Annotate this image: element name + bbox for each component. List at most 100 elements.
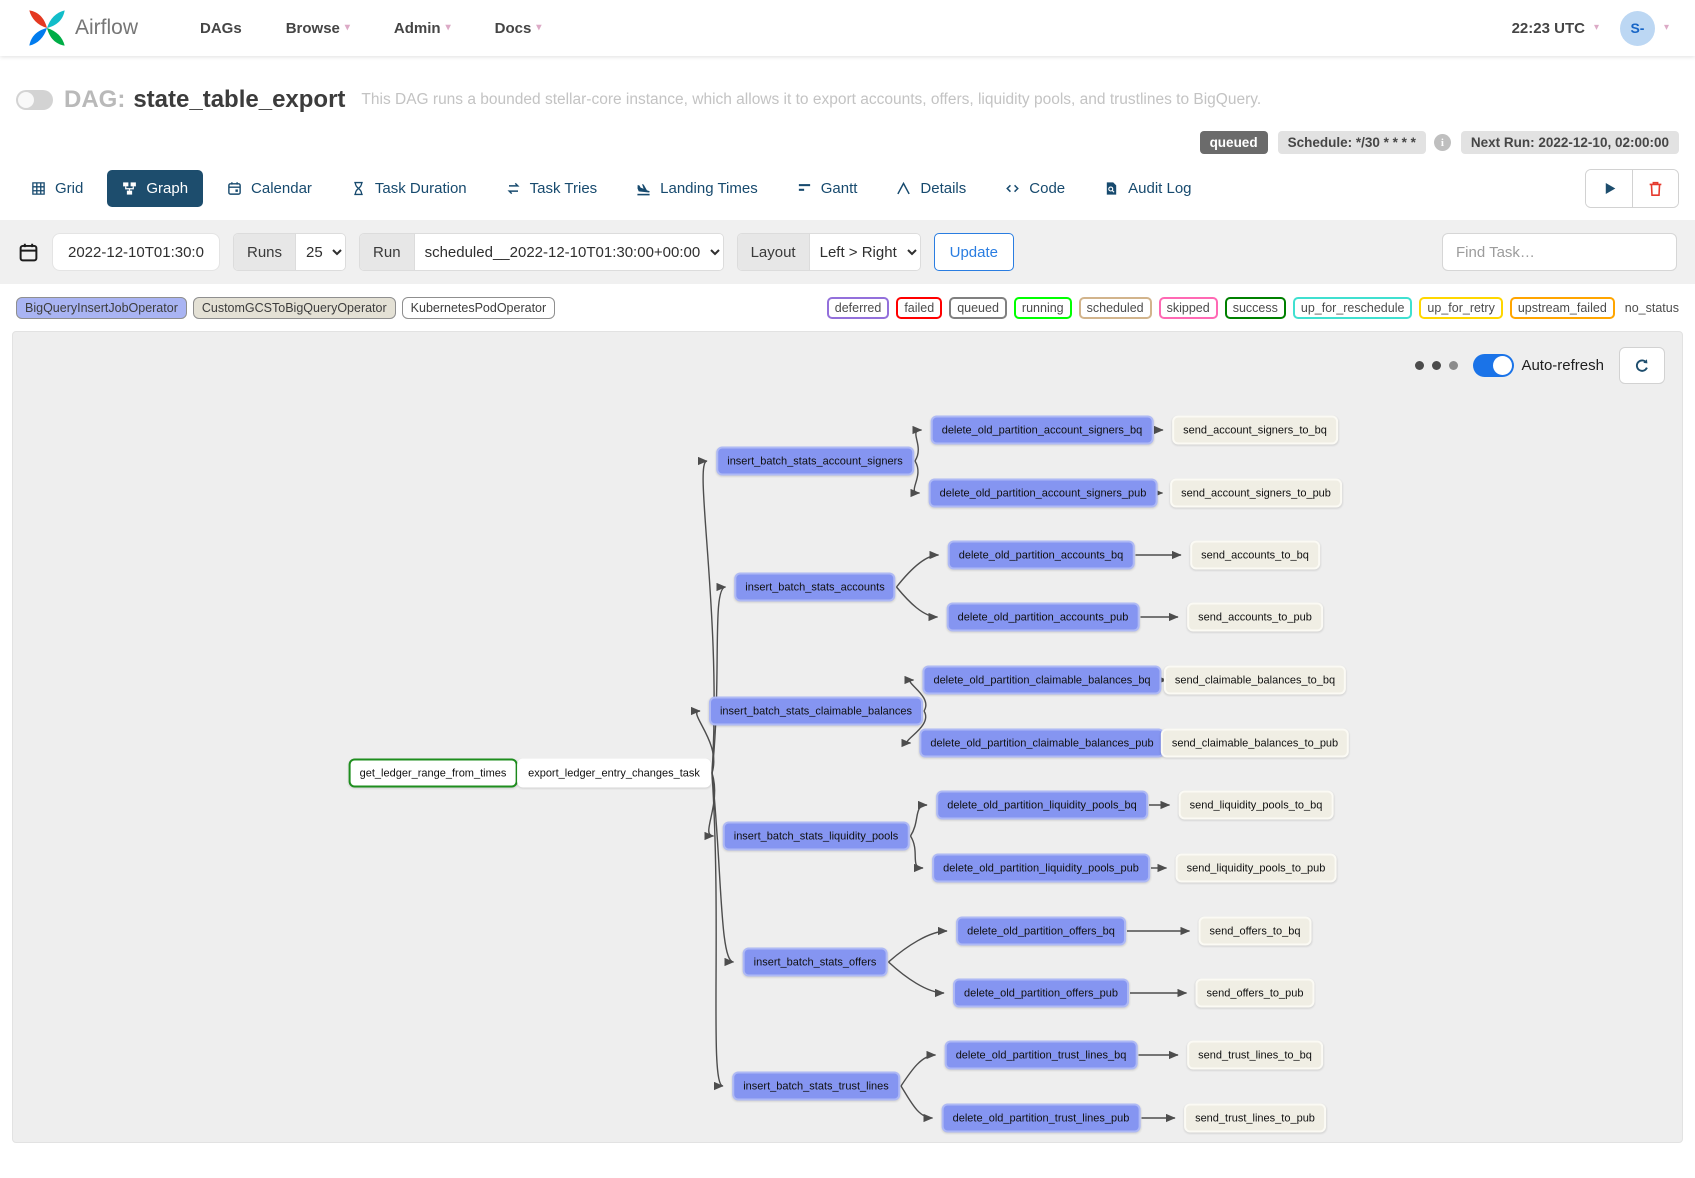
edge-insert_batch_stats_offers-to-delete_old_partition_offers_bq — [888, 926, 948, 963]
navbar-right: 22:23 UTC ▾ S- ▾ — [1511, 10, 1669, 46]
tab-grid[interactable]: Grid — [16, 170, 98, 207]
tab-calendar[interactable]: Calendar — [212, 170, 327, 207]
layout-group: Layout Left > Right — [736, 233, 921, 271]
dag-pause-toggle[interactable] — [16, 90, 53, 110]
status-legend-up_for_retry: up_for_retry — [1419, 297, 1503, 319]
task-node-insert_batch_stats_account_signers[interactable]: insert_batch_stats_account_signers — [716, 446, 914, 476]
status-legend-deferred: deferred — [826, 297, 890, 319]
caret-down-icon: ▾ — [536, 22, 542, 33]
task-node-delete_old_partition_offers_bq[interactable]: delete_old_partition_offers_bq — [956, 916, 1126, 946]
task-node-delete_old_partition_offers_pub[interactable]: delete_old_partition_offers_pub — [953, 978, 1129, 1008]
graph-filter-bar: Runs 25 Run scheduled__2022-12-10T01:30:… — [0, 220, 1695, 284]
nav-item-docs[interactable]: Docs▾ — [495, 20, 542, 37]
task-node-delete_old_partition_accounts_pub[interactable]: delete_old_partition_accounts_pub — [946, 602, 1140, 632]
code-icon — [1005, 181, 1020, 196]
trigger-dag-button[interactable] — [1586, 170, 1632, 207]
airflow-pinwheel-logo — [26, 7, 68, 49]
calendar-icon[interactable] — [18, 242, 39, 263]
nav-item-admin[interactable]: Admin▾ — [394, 20, 451, 37]
tab-label: Audit Log — [1128, 180, 1192, 197]
schedule-badge: Schedule: */30 * * * * — [1277, 131, 1426, 154]
task-node-get_ledger_range_from_times[interactable]: get_ledger_range_from_times — [348, 758, 518, 788]
plane-landing-icon — [636, 181, 651, 196]
edge-insert_batch_stats_claimable_balances-to-delete_old_partition_claimable_balances_bq — [904, 675, 927, 712]
runs-select[interactable]: 25 — [296, 234, 346, 270]
avatar[interactable]: S- — [1619, 10, 1655, 46]
auto-refresh-toggle[interactable] — [1473, 354, 1515, 377]
tab-task-duration[interactable]: Task Duration — [336, 170, 482, 207]
task-node-export_ledger_entry_changes_task[interactable]: export_ledger_entry_changes_task — [517, 758, 711, 788]
info-icon: i — [1433, 134, 1451, 151]
task-node-delete_old_partition_liquidity_pools_bq[interactable]: delete_old_partition_liquidity_pools_bq — [936, 790, 1148, 820]
task-node-delete_old_partition_claimable_balances_pub[interactable]: delete_old_partition_claimable_balances_… — [919, 728, 1165, 758]
edge-insert_batch_stats_claimable_balances-to-delete_old_partition_claimable_balances_pub — [901, 710, 927, 748]
operator-badge-bigqueryinsertjoboperator: BigQueryInsertJobOperator — [16, 297, 187, 319]
tab-code[interactable]: Code — [990, 170, 1080, 207]
task-node-delete_old_partition_liquidity_pools_pub[interactable]: delete_old_partition_liquidity_pools_pub — [932, 853, 1150, 883]
task-node-send_offers_to_bq[interactable]: send_offers_to_bq — [1198, 916, 1312, 946]
nav-item-dags[interactable]: DAGs — [200, 20, 242, 37]
task-node-send_accounts_to_bq[interactable]: send_accounts_to_bq — [1190, 540, 1320, 570]
tab-task-tries[interactable]: Task Tries — [491, 170, 613, 207]
task-node-insert_batch_stats_trust_lines[interactable]: insert_batch_stats_trust_lines — [732, 1071, 900, 1101]
update-button[interactable]: Update — [933, 233, 1014, 271]
tab-graph[interactable]: Graph — [107, 170, 204, 207]
tab-landing-times[interactable]: Landing Times — [621, 170, 773, 207]
task-node-insert_batch_stats_claimable_balances[interactable]: insert_batch_stats_claimable_balances — [708, 696, 924, 726]
task-node-delete_old_partition_accounts_bq[interactable]: delete_old_partition_accounts_bq — [947, 540, 1135, 570]
caret-down-icon: ▾ — [1593, 22, 1599, 33]
tab-gantt[interactable]: Gantt — [782, 170, 873, 207]
operator-badge-kubernetespodoperator: KubernetesPodOperator — [401, 297, 556, 319]
task-node-insert_batch_stats_offers[interactable]: insert_batch_stats_offers — [742, 947, 888, 977]
task-node-send_trust_lines_to_bq[interactable]: send_trust_lines_to_bq — [1187, 1040, 1323, 1070]
edge-insert_batch_stats_accounts-to-delete_old_partition_accounts_pub — [895, 586, 939, 622]
tab-label: Gantt — [820, 180, 858, 197]
nav-item-browse[interactable]: Browse▾ — [286, 20, 350, 37]
runs-group: Runs 25 — [233, 233, 347, 271]
tab-audit-log[interactable]: Audit Log — [1089, 170, 1206, 207]
task-node-delete_old_partition_trust_lines_pub[interactable]: delete_old_partition_trust_lines_pub — [941, 1103, 1141, 1133]
grid-icon — [31, 181, 46, 196]
edge-export_ledger_entry_changes_task-to-insert_batch_stats_claimable_balances — [690, 706, 715, 774]
task-node-send_liquidity_pools_to_bq[interactable]: send_liquidity_pools_to_bq — [1178, 790, 1334, 820]
edge-export_ledger_entry_changes_task-to-insert_batch_stats_accounts — [711, 582, 727, 774]
status-legend-failed: failed — [896, 297, 943, 319]
task-node-send_account_signers_to_pub[interactable]: send_account_signers_to_pub — [1170, 478, 1342, 508]
graph-edges — [513, 425, 1191, 1123]
dag-status-row: queued Schedule: */30 * * * * i Next Run… — [0, 114, 1695, 154]
task-node-delete_old_partition_claimable_balances_bq[interactable]: delete_old_partition_claimable_balances_… — [922, 665, 1162, 695]
run-select[interactable]: scheduled__2022-12-10T01:30:00+00:00 — [414, 234, 723, 270]
tab-details[interactable]: Details — [881, 170, 981, 207]
status-legend-scheduled: scheduled — [1078, 297, 1152, 319]
refresh-button[interactable] — [1619, 347, 1665, 384]
task-node-send_trust_lines_to_pub[interactable]: send_trust_lines_to_pub — [1184, 1103, 1326, 1133]
base-date-input[interactable] — [52, 233, 220, 271]
utc-clock[interactable]: 22:23 UTC — [1511, 19, 1585, 37]
task-node-send_offers_to_pub[interactable]: send_offers_to_pub — [1195, 978, 1315, 1008]
task-node-send_accounts_to_pub[interactable]: send_accounts_to_pub — [1187, 602, 1323, 632]
retweet-icon — [506, 181, 521, 196]
tab-label: Grid — [55, 180, 84, 197]
task-node-insert_batch_stats_accounts[interactable]: insert_batch_stats_accounts — [734, 572, 896, 602]
task-node-send_liquidity_pools_to_pub[interactable]: send_liquidity_pools_to_pub — [1175, 853, 1337, 883]
status-legend-up_for_reschedule: up_for_reschedule — [1292, 297, 1413, 319]
delete-dag-button[interactable] — [1632, 170, 1678, 207]
task-node-insert_batch_stats_liquidity_pools[interactable]: insert_batch_stats_liquidity_pools — [722, 821, 910, 851]
page-title: state_table_export — [133, 86, 346, 113]
task-node-delete_old_partition_account_signers_pub[interactable]: delete_old_partition_account_signers_pub — [928, 478, 1158, 508]
find-task-input[interactable] — [1442, 233, 1677, 271]
edge-export_ledger_entry_changes_task-to-insert_batch_stats_offers — [711, 772, 735, 967]
layout-select[interactable]: Left > Right — [809, 234, 920, 270]
task-node-send_claimable_balances_to_pub[interactable]: send_claimable_balances_to_pub — [1160, 728, 1350, 758]
task-node-delete_old_partition_account_signers_bq[interactable]: delete_old_partition_account_signers_bq — [930, 415, 1154, 445]
nav-item-label: Admin — [393, 19, 441, 37]
task-node-send_account_signers_to_bq[interactable]: send_account_signers_to_bq — [1172, 415, 1338, 445]
edge-export_ledger_entry_changes_task-to-insert_batch_stats_liquidity_pools — [704, 772, 716, 841]
task-node-send_claimable_balances_to_bq[interactable]: send_claimable_balances_to_bq — [1163, 665, 1347, 695]
task-node-delete_old_partition_trust_lines_bq[interactable]: delete_old_partition_trust_lines_bq — [944, 1040, 1138, 1070]
airflow-brand[interactable]: Airflow — [26, 7, 138, 49]
